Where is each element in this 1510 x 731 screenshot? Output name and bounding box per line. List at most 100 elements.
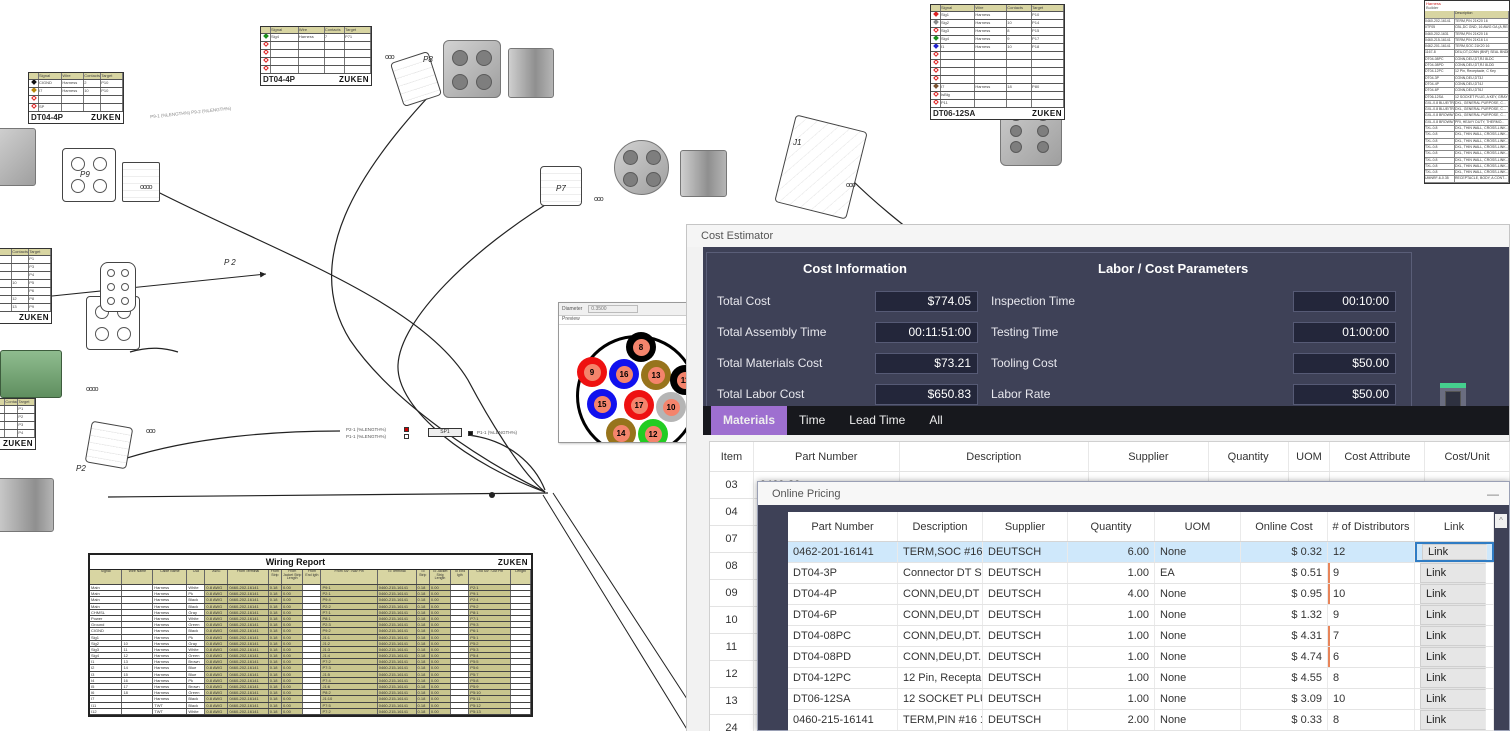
tab-lead-time[interactable]: Lead Time [849,413,906,427]
wire-coil: ooo [385,54,395,61]
pin-table-row: P1 [0,406,35,414]
bom-row: GXL-0.8 BLUE/TRANS BLKDXL, GENERAL PURPO… [1425,100,1509,108]
cost-field-value[interactable]: $50.00 [1293,353,1396,374]
link-button[interactable]: Link [1420,563,1486,583]
pin-table-row: P2 [0,414,35,422]
scrollbar-up-arrow[interactable]: ^ [1495,514,1507,528]
pin-dot-icon [932,68,939,73]
connector-photo-8cav [443,40,501,98]
connector-name: DT04-4P [263,75,296,84]
cost-field-value[interactable]: 01:00:00 [1293,322,1396,343]
minimize-button[interactable]: — [1487,486,1499,501]
link-button[interactable]: Link [1420,689,1486,709]
pin-table-row [931,52,1064,60]
link-button[interactable]: Link [1422,544,1487,560]
pin-dot-icon [932,92,939,97]
cable-wire-9: 9 [577,357,607,387]
link-button[interactable]: Link [1420,584,1486,604]
cost-field-value[interactable]: $73.21 [875,353,978,374]
online-pricing-titlebar[interactable]: Online Pricing — [758,482,1509,505]
pin-dot-icon [262,66,269,71]
preview-section-label: Preview [559,316,702,325]
bom-row: GXL-0.8 BROWN/TRANS BLKDXL, GENERAL PURP… [1425,113,1509,120]
cost-field-value[interactable]: $650.83 [875,384,978,405]
cost-field-value[interactable]: $774.05 [875,291,978,312]
pin-table-row [261,42,371,50]
pin-dot-icon [262,50,269,55]
zuken-logo: ZUKEN [90,113,121,122]
wire-label-p2-1: P2-1 (%LENGTH%) [346,427,387,432]
pin-table-row: P3 [0,422,35,430]
logo-line: Harness [1426,1,1441,6]
tab-all[interactable]: All [929,413,943,427]
connector-face-p9 [62,148,116,202]
connector-ref-label: P 2 [224,258,236,267]
cost-field-value[interactable]: $50.00 [1293,384,1396,405]
splice-node-open [404,434,409,439]
pin-table-row [931,60,1064,68]
cost-field-value[interactable]: 00:11:51:00 [875,322,978,343]
cable-wire-10: 10 [656,392,686,422]
tab-materials[interactable]: Materials [711,406,788,435]
link-button[interactable]: Link [1420,605,1486,625]
cable-wire-number: 8 [632,338,650,356]
zuken-logo: ZUKEN [497,557,528,567]
online-pricing-title: Online Pricing [772,487,841,500]
bom-row: GXL-0.8 BLUE/TRANS BLKDXL, GENERAL PURPO… [1425,107,1509,114]
cable-wire-12: 12 [638,419,668,442]
link-button[interactable]: Link [1420,710,1486,730]
cost-field-value[interactable]: 00:10:00 [1293,291,1396,312]
connector-pin-table: SignalWireContactsTargetP1P3P410P5P612P8… [0,248,52,324]
wire-coil: oooo [86,386,99,393]
wire-label-p1-1: P1-1 (%LENGTH%) [346,434,387,439]
link-button[interactable]: Link [1420,647,1486,667]
connector-side-p7 [540,166,582,206]
connector-ref-label: J1 [793,138,802,147]
tab-time[interactable]: Time [799,413,826,427]
pin-dot-icon [932,36,939,41]
bom-row: GXL-0.8 BROWN/TRANSPRI, HEAVY DUTY, THER… [1425,119,1509,127]
wire-coil: ooo [846,182,856,189]
link-button[interactable]: Link [1420,668,1486,688]
cable-wire-15: 15 [587,389,617,419]
link-button[interactable]: Link [1420,626,1486,646]
pin-table-row: SP [29,104,123,112]
connector-side-p9 [122,162,160,202]
diameter-value[interactable]: 0.3500 [588,305,639,313]
cost-estimator-titlebar[interactable]: Cost Estimator [687,225,1509,247]
